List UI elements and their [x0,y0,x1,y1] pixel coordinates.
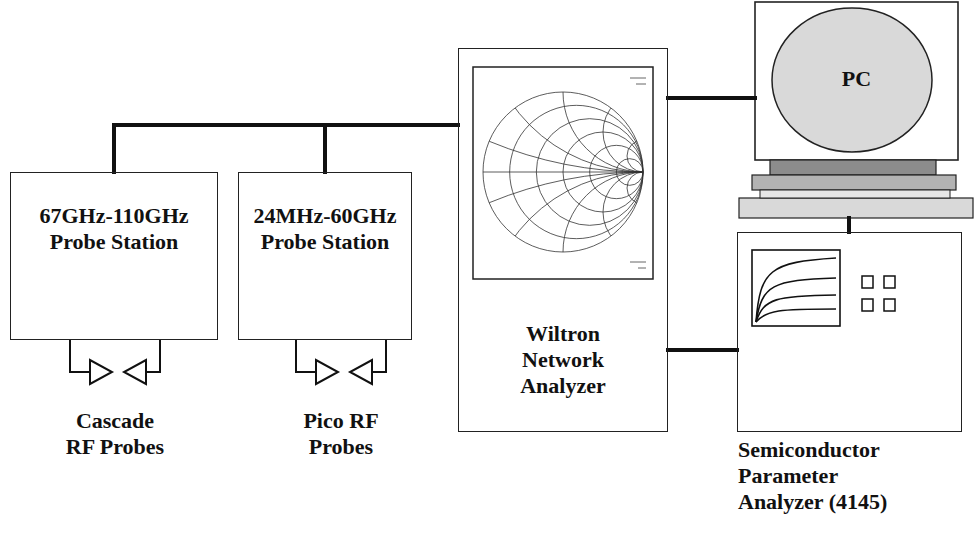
iv-curve-screen [752,250,840,326]
cable-connector [114,125,458,172]
network-analyzer-box: Wiltron Network Analyzer [458,48,668,432]
cable-connector [668,348,737,352]
rf-probe [296,340,386,384]
probe-label: Pico RF Probes [286,408,396,460]
screen-markers [630,78,646,268]
node-label: Wiltron Network Analyzer [489,321,637,399]
device-label: Semiconductor Parameter Analyzer (4145) [738,437,913,515]
parameter-analyzer-box: Semiconductor Parameter Analyzer (4145) [737,232,962,432]
node-label: 24MHz-60GHz Probe Station [249,203,401,255]
smith-chart [243,0,978,537]
node-label: PC [795,66,918,92]
node-label: 67GHz-110GHz Probe Station [21,203,207,255]
control-buttons [862,276,895,311]
probe-station-box: 24MHz-60GHz Probe Station [238,172,412,340]
pc-monitor [739,2,973,218]
probe-label: Cascade RF Probes [62,408,168,460]
cable-connector [847,218,851,232]
pc-computer: PC [755,2,958,218]
cable-connector [325,125,458,172]
rf-probe [70,340,160,384]
probe-station-box: 67GHz-110GHz Probe Station [10,172,218,340]
cable-connector [668,96,755,100]
